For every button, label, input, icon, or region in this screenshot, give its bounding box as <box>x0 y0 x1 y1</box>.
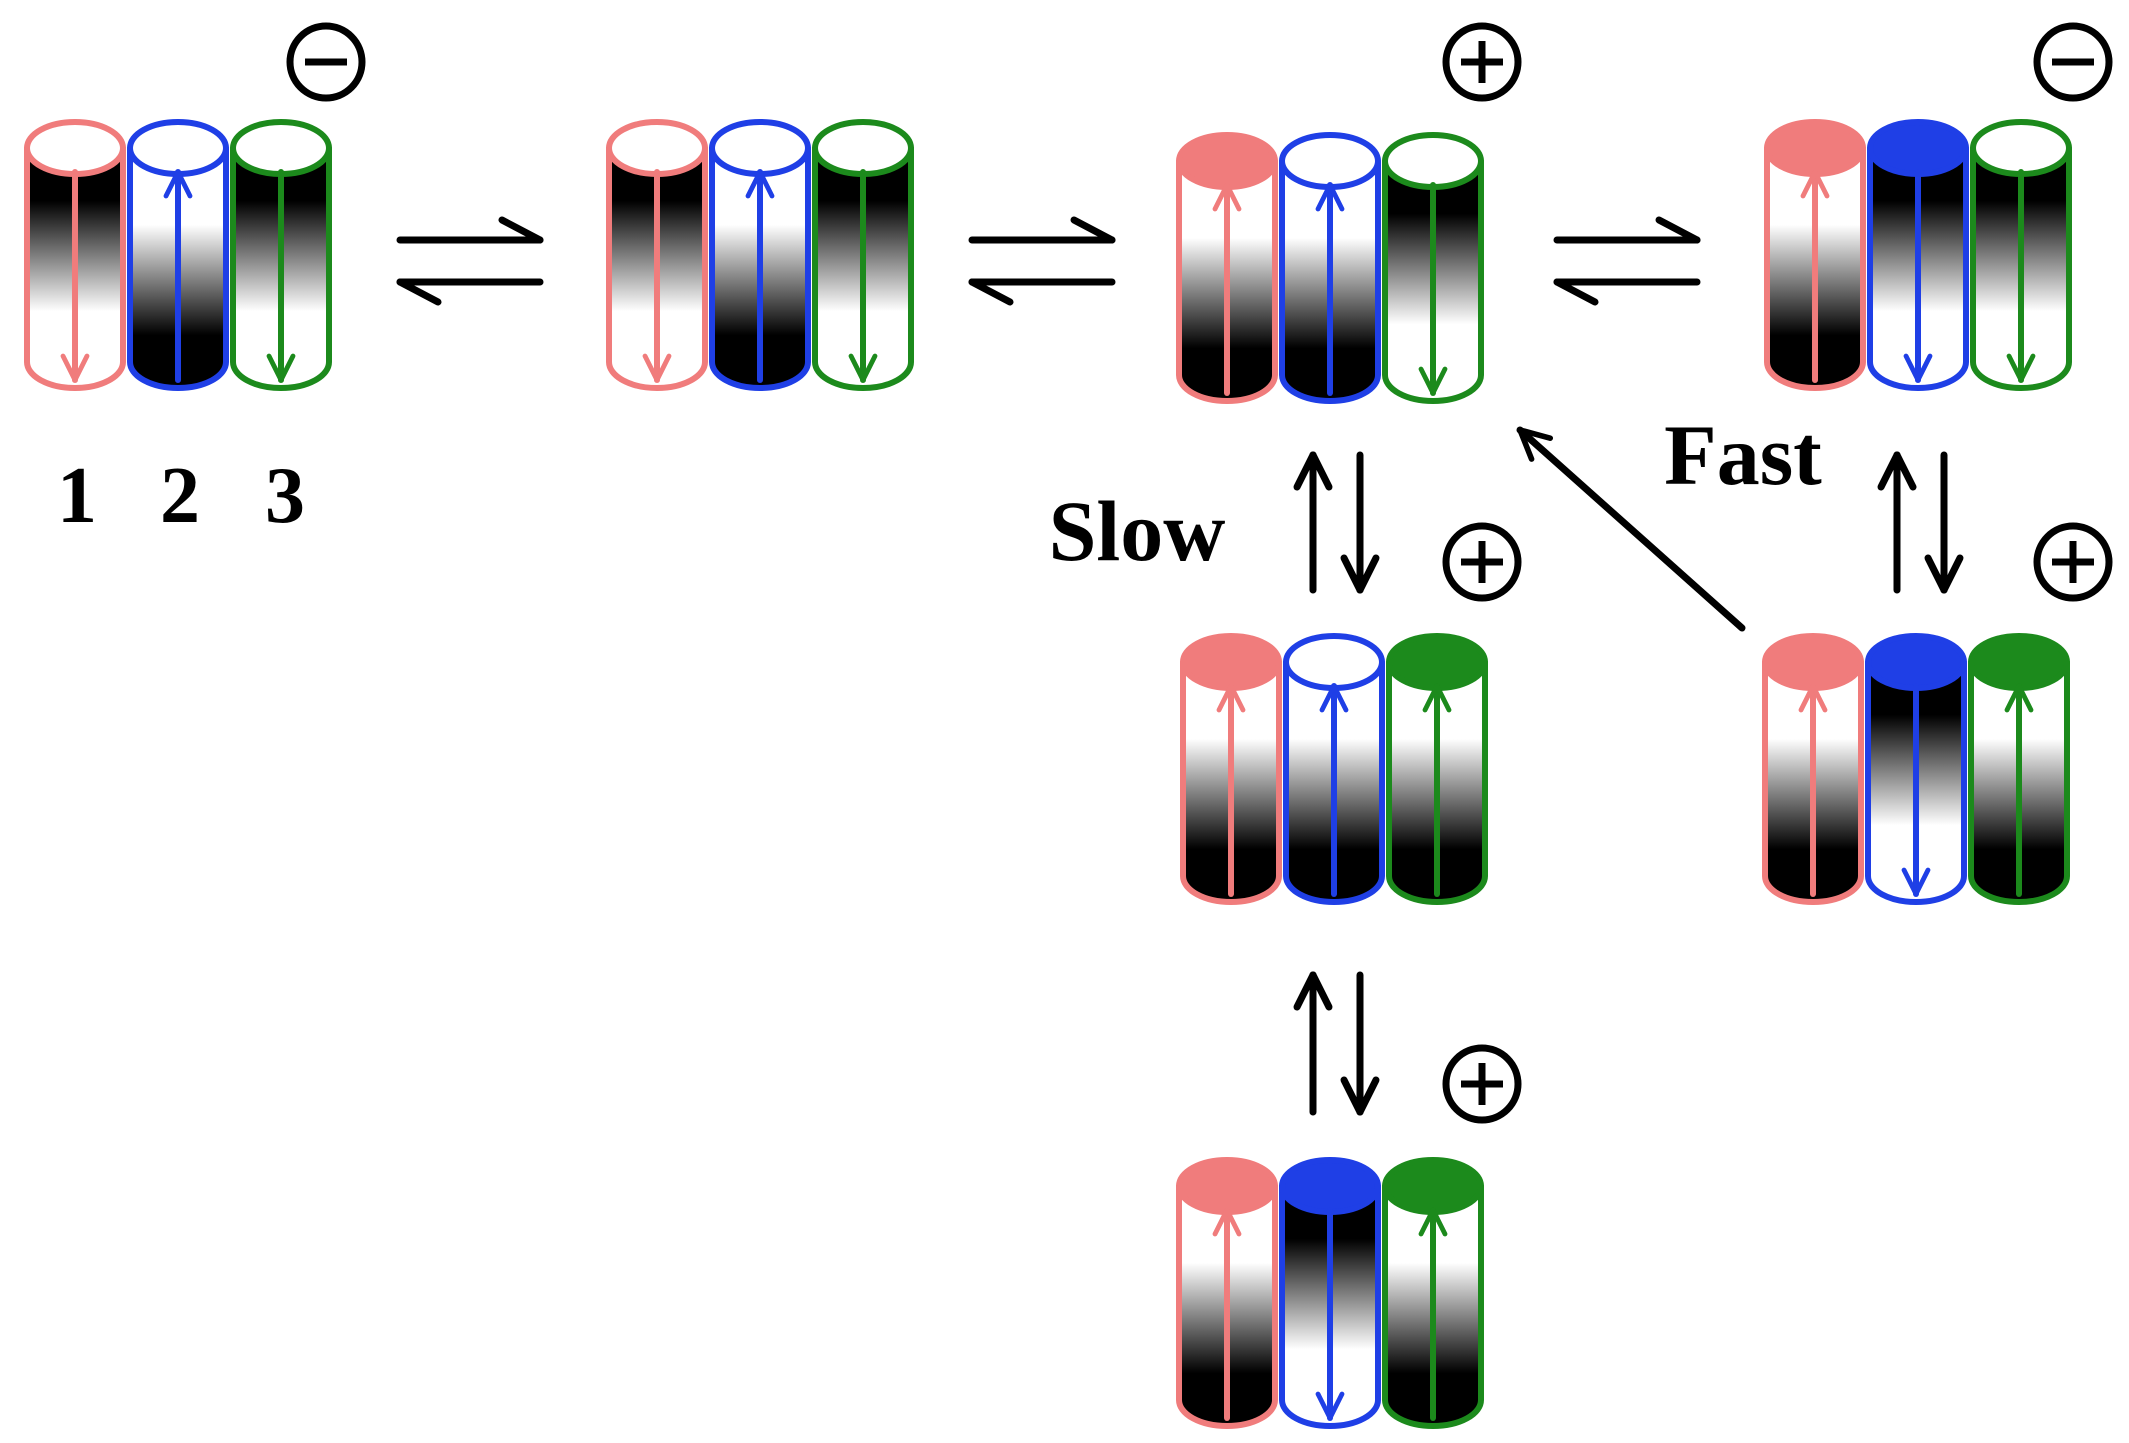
helix-label-2: 2 <box>160 452 200 540</box>
s3-helix-3 <box>1382 132 1484 404</box>
s3-helix-2-cap <box>1279 132 1381 190</box>
s7-helix-3-cap <box>1382 1157 1484 1215</box>
s4-helix-2-cap <box>1867 119 1969 177</box>
state-s6 <box>1762 633 2070 905</box>
s2-helix-2 <box>709 119 811 391</box>
states-layer <box>24 22 2113 1429</box>
s2-helix-1-cap <box>606 119 708 177</box>
s7-helix-1-cap <box>1176 1157 1278 1215</box>
s7-helix-2 <box>1279 1157 1381 1429</box>
state-s2 <box>606 119 914 391</box>
s4-helix-1 <box>1764 119 1866 391</box>
state-s4 <box>1764 119 2072 391</box>
irreversible-arrow-s6-s3 <box>1516 426 1746 632</box>
equilibrium-arrow-s2-s3 <box>968 216 1116 306</box>
state-s3 <box>1176 132 1484 404</box>
s3-helix-1 <box>1176 132 1278 404</box>
s2-helix-3-cap <box>812 119 914 177</box>
s3-helix-2 <box>1279 132 1381 404</box>
arrows-layer <box>396 216 1964 1116</box>
s7-helix-3 <box>1382 1157 1484 1429</box>
helix-label-1: 1 <box>57 452 97 540</box>
s1-helix-1-cap <box>24 119 126 177</box>
s5-helix-1 <box>1180 633 1282 905</box>
negative-charge-icon <box>2033 22 2113 102</box>
state-s1 <box>24 119 332 391</box>
s1-helix-2 <box>127 119 229 391</box>
positive-charge-icon <box>1442 22 1522 102</box>
state-s5 <box>1180 633 1488 905</box>
equilibrium-arrow-s3-s4 <box>1553 216 1701 306</box>
s4-helix-3 <box>1970 119 2072 391</box>
s6-helix-2 <box>1865 633 1967 905</box>
positive-charge-icon <box>1442 1044 1522 1124</box>
s5-helix-2 <box>1283 633 1385 905</box>
equilibrium-arrow-s1-s2 <box>396 216 544 306</box>
s2-helix-2-cap <box>709 119 811 177</box>
helix-label-3: 3 <box>265 452 305 540</box>
s6-helix-3-cap <box>1968 633 2070 691</box>
s6-helix-3 <box>1968 633 2070 905</box>
s5-helix-1-cap <box>1180 633 1282 691</box>
equilibrium-arrow-s5-s7 <box>1293 971 1380 1116</box>
s3-helix-3-cap <box>1382 132 1484 190</box>
s1-helix-3 <box>230 119 332 391</box>
s5-helix-3-cap <box>1386 633 1488 691</box>
equilibrium-arrow-s4-s6 <box>1877 451 1964 594</box>
s3-helix-1-cap <box>1176 132 1278 190</box>
s1-helix-1 <box>24 119 126 391</box>
s2-helix-3 <box>812 119 914 391</box>
s7-helix-2-cap <box>1279 1157 1381 1215</box>
s6-helix-1 <box>1762 633 1864 905</box>
s6-helix-1-cap <box>1762 633 1864 691</box>
state-s7 <box>1176 1157 1484 1429</box>
s6-helix-2-cap <box>1865 633 1967 691</box>
s4-helix-1-cap <box>1764 119 1866 177</box>
negative-charge-icon <box>286 22 366 102</box>
s5-helix-2-cap <box>1283 633 1385 691</box>
slow-label: Slow <box>1049 483 1226 579</box>
equilibrium-arrow-s3-s5 <box>1293 451 1380 594</box>
s7-helix-1 <box>1176 1157 1278 1429</box>
fast-label: Fast <box>1664 407 1822 503</box>
positive-charge-icon <box>2033 522 2113 602</box>
positive-charge-icon <box>1442 522 1522 602</box>
s5-helix-3 <box>1386 633 1488 905</box>
s2-helix-1 <box>606 119 708 391</box>
s4-helix-3-cap <box>1970 119 2072 177</box>
s1-helix-2-cap <box>127 119 229 177</box>
s1-helix-3-cap <box>230 119 332 177</box>
s4-helix-2 <box>1867 119 1969 391</box>
